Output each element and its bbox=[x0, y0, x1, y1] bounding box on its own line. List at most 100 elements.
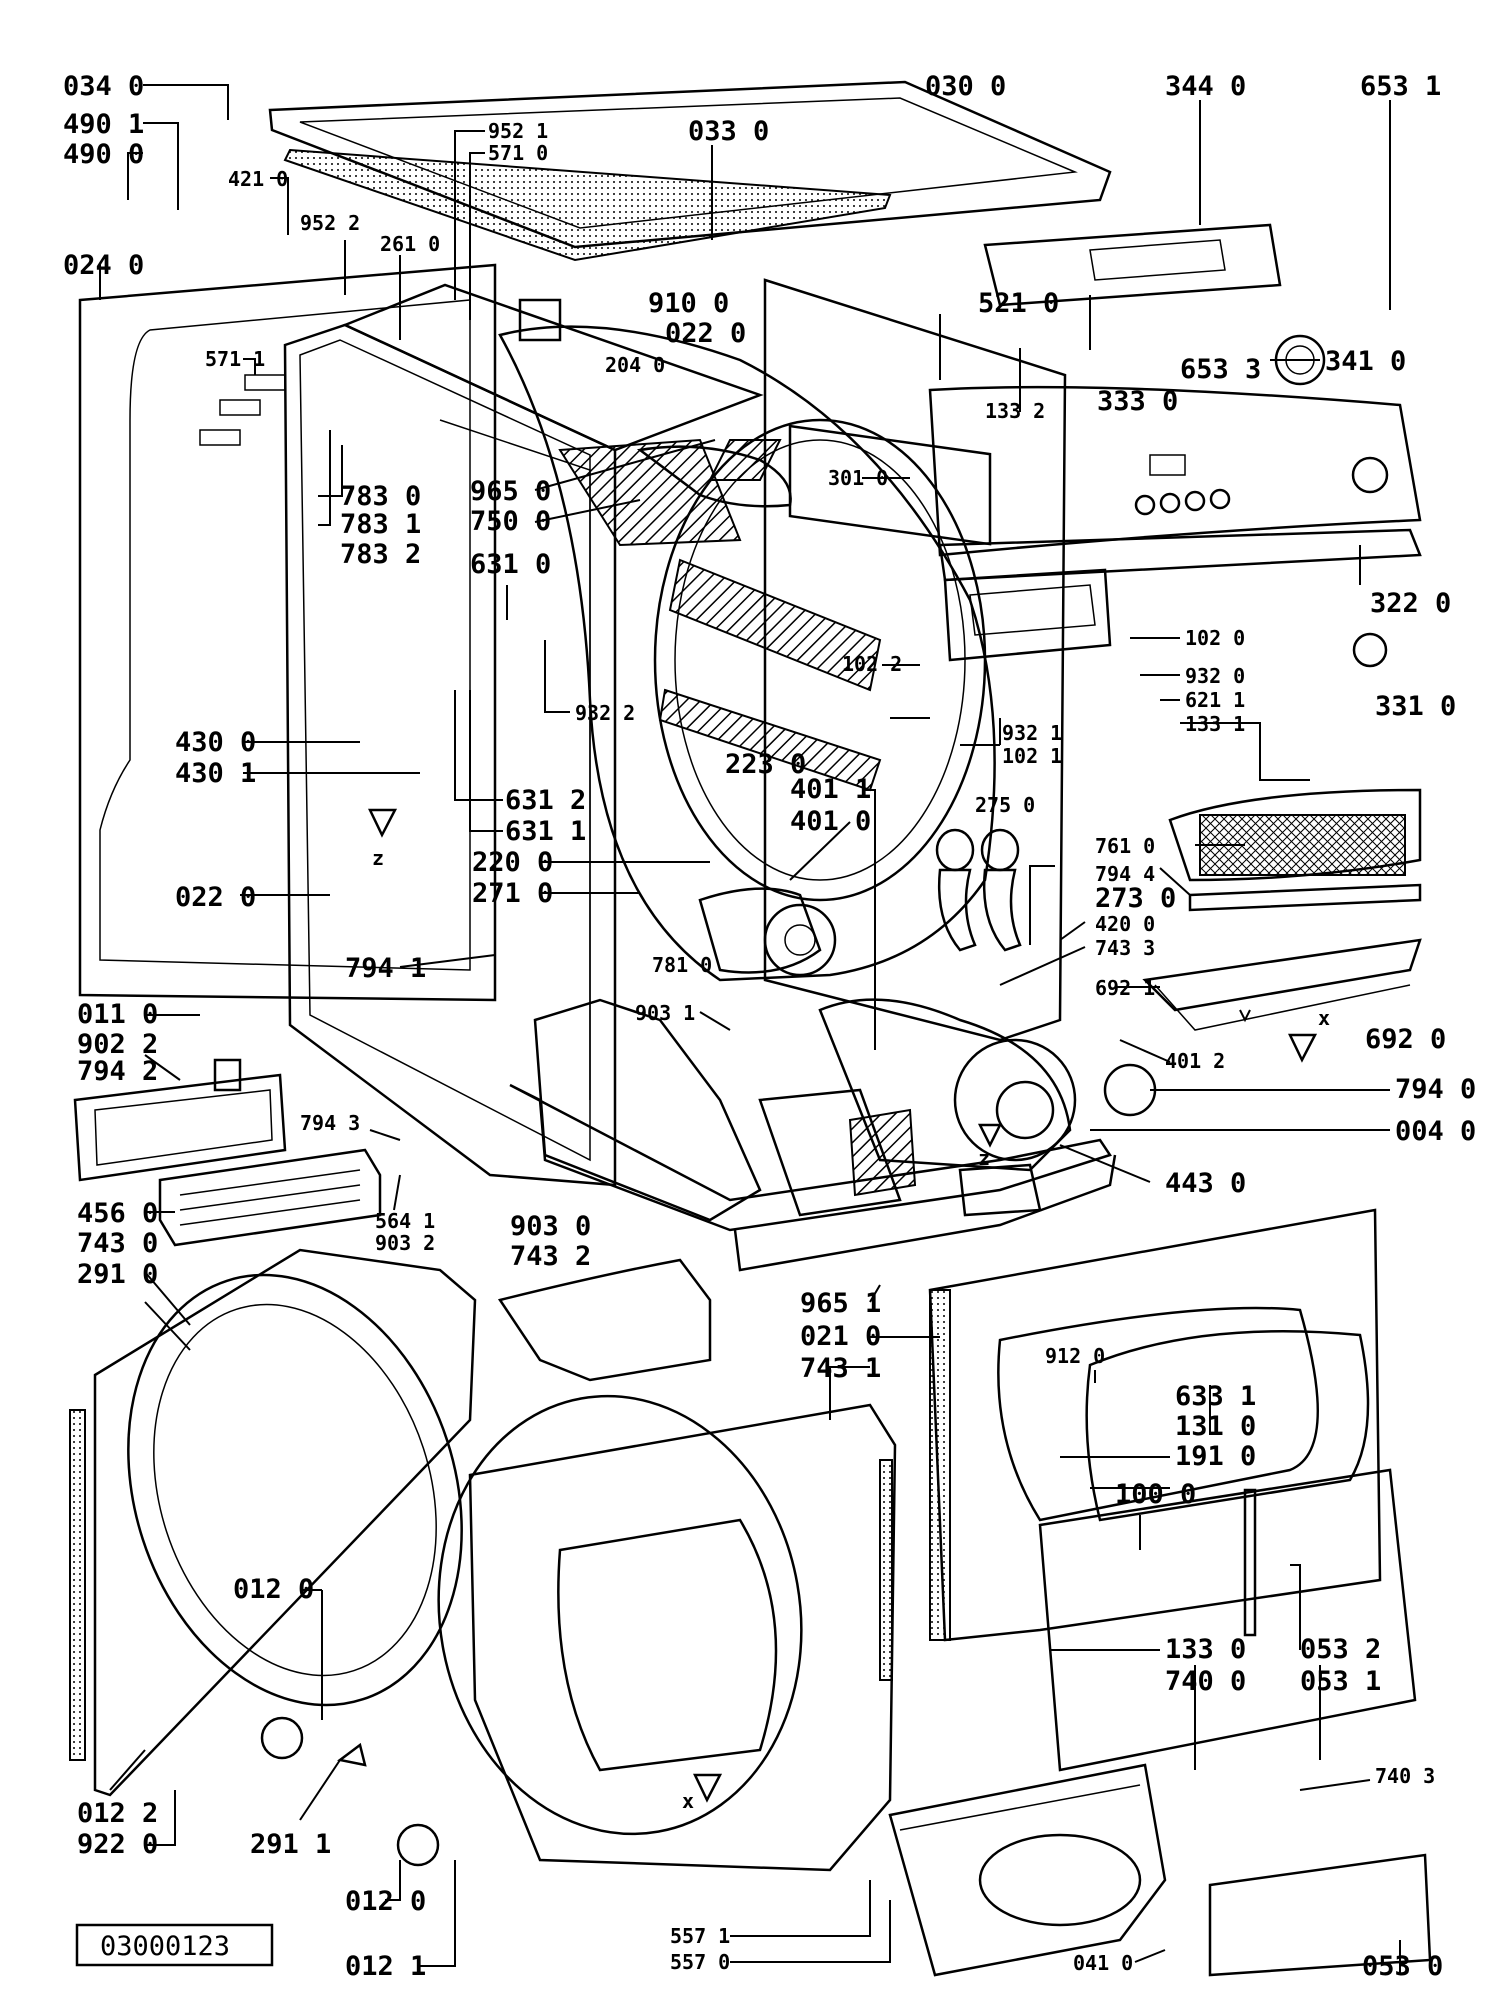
z-arrow-left bbox=[368, 808, 398, 838]
part-label: 743 2 bbox=[510, 1241, 591, 1272]
part-label: 932 0 bbox=[1185, 664, 1245, 688]
part-label: 903 2 bbox=[375, 1231, 435, 1255]
heater-plate bbox=[73, 1073, 287, 1182]
axis-x-2: x bbox=[682, 1789, 694, 1813]
part-label: 053 0 bbox=[1362, 1951, 1443, 1982]
part-label: 273 0 bbox=[1095, 883, 1176, 914]
part-label: 521 0 bbox=[978, 288, 1059, 319]
part-label: 922 0 bbox=[77, 1829, 158, 1860]
rear-panel bbox=[78, 263, 497, 1002]
part-label: 965 0 bbox=[470, 476, 551, 507]
part-label: 633 1 bbox=[1175, 1381, 1256, 1412]
part-label: 965 1 bbox=[800, 1288, 881, 1319]
leader-lines bbox=[99, 84, 1401, 1975]
part-label: 932 2 bbox=[575, 701, 635, 725]
part-label: 033 0 bbox=[688, 116, 769, 147]
part-label: 012 1 bbox=[345, 1951, 426, 1982]
part-label: 041 0 bbox=[1073, 1951, 1133, 1975]
part-label: 223 0 bbox=[725, 749, 806, 780]
filter-housing bbox=[1142, 938, 1422, 1012]
electronics-board bbox=[983, 223, 1282, 307]
top-lid bbox=[268, 80, 1112, 249]
part-label: 902 2 bbox=[77, 1029, 158, 1060]
part-label: 401 0 bbox=[790, 806, 871, 837]
x-arrow-right bbox=[1288, 1033, 1318, 1063]
part-label: 557 0 bbox=[670, 1950, 730, 1974]
part-label: 761 0 bbox=[1095, 834, 1155, 858]
front-drum-roller bbox=[396, 1823, 440, 1867]
part-label: 692 1 bbox=[1095, 976, 1155, 1000]
heater-element bbox=[158, 1148, 382, 1247]
part-label: 401 2 bbox=[1165, 1049, 1225, 1073]
display-panel bbox=[943, 568, 1112, 662]
z-arrow-center bbox=[977, 1123, 1003, 1148]
selector-knob bbox=[1352, 632, 1388, 668]
part-label: 133 1 bbox=[1185, 712, 1245, 736]
part-label: 571 0 bbox=[488, 141, 548, 165]
part-label: 743 1 bbox=[800, 1353, 881, 1384]
bottom-cover bbox=[1208, 1853, 1432, 1977]
part-label: 952 1 bbox=[488, 119, 548, 143]
part-label: 443 0 bbox=[1165, 1168, 1246, 1199]
part-label: 750 0 bbox=[470, 506, 551, 537]
axis-z-1: z bbox=[372, 846, 384, 870]
part-label: 133 0 bbox=[1165, 1634, 1246, 1665]
part-label: 333 0 bbox=[1097, 386, 1178, 417]
part-labels: 034 0 490 1 490 0 024 0 421 0 952 2 261 … bbox=[63, 71, 1476, 1982]
lid-seal bbox=[283, 148, 892, 262]
part-label: 740 3 bbox=[1375, 1764, 1435, 1788]
part-label: 557 1 bbox=[670, 1924, 730, 1948]
part-label: 571 1 bbox=[205, 347, 265, 371]
part-label: 034 0 bbox=[63, 71, 144, 102]
part-label: 291 1 bbox=[250, 1829, 331, 1860]
part-label: 653 1 bbox=[1360, 71, 1441, 102]
part-label: 102 2 bbox=[842, 652, 902, 676]
part-label: 191 0 bbox=[1175, 1441, 1256, 1472]
part-label: 621 1 bbox=[1185, 688, 1245, 712]
drive-motor bbox=[698, 887, 822, 974]
cabinet-top-rail bbox=[341, 283, 764, 452]
part-label: 011 0 bbox=[77, 999, 158, 1030]
part-label: 631 1 bbox=[505, 816, 586, 847]
part-label: 022 0 bbox=[665, 318, 746, 349]
door-hinge bbox=[1243, 1488, 1257, 1637]
axis-markers: z z x x bbox=[337, 808, 1330, 1813]
part-label: 133 2 bbox=[985, 399, 1045, 423]
part-label: 740 0 bbox=[1165, 1666, 1246, 1697]
duct-cover bbox=[558, 438, 742, 547]
base-tray bbox=[509, 1083, 1112, 1232]
part-label: 012 0 bbox=[345, 1886, 426, 1917]
part-label: 952 2 bbox=[300, 211, 360, 235]
part-label: 783 0 bbox=[340, 481, 421, 512]
drum-roller-left bbox=[935, 828, 975, 872]
part-label: 012 0 bbox=[233, 1574, 314, 1605]
rear-drum-wall bbox=[93, 1248, 477, 1797]
part-label: 131 0 bbox=[1175, 1411, 1256, 1442]
part-label: 564 1 bbox=[375, 1209, 435, 1233]
part-label: 653 3 bbox=[1180, 354, 1261, 385]
screw bbox=[213, 1058, 242, 1092]
door bbox=[1038, 1468, 1417, 1772]
part-label: 401 1 bbox=[790, 774, 871, 805]
axis-z-2: z bbox=[978, 1146, 990, 1170]
blower-fan-housing bbox=[953, 1038, 1077, 1162]
part-label: 794 1 bbox=[345, 953, 426, 984]
part-label: 430 0 bbox=[175, 727, 256, 758]
part-label: 794 3 bbox=[300, 1111, 360, 1135]
part-label: 220 0 bbox=[472, 847, 553, 878]
front-bulkhead bbox=[468, 1403, 897, 1872]
part-label: 631 0 bbox=[470, 549, 551, 580]
part-label: 421 0 bbox=[228, 167, 288, 191]
diagram-code: 03000123 bbox=[100, 1931, 230, 1962]
part-label: 344 0 bbox=[1165, 71, 1246, 102]
part-label: 204 0 bbox=[605, 353, 665, 377]
part-label: 030 0 bbox=[925, 71, 1006, 102]
part-label: 692 0 bbox=[1365, 1024, 1446, 1055]
rear-bracket bbox=[518, 298, 562, 342]
door-frame bbox=[928, 1208, 1382, 1642]
part-label: 912 0 bbox=[1045, 1344, 1105, 1368]
air-duct bbox=[497, 1258, 712, 1382]
part-label: 420 0 bbox=[1095, 912, 1155, 936]
part-label: 794 0 bbox=[1395, 1074, 1476, 1105]
